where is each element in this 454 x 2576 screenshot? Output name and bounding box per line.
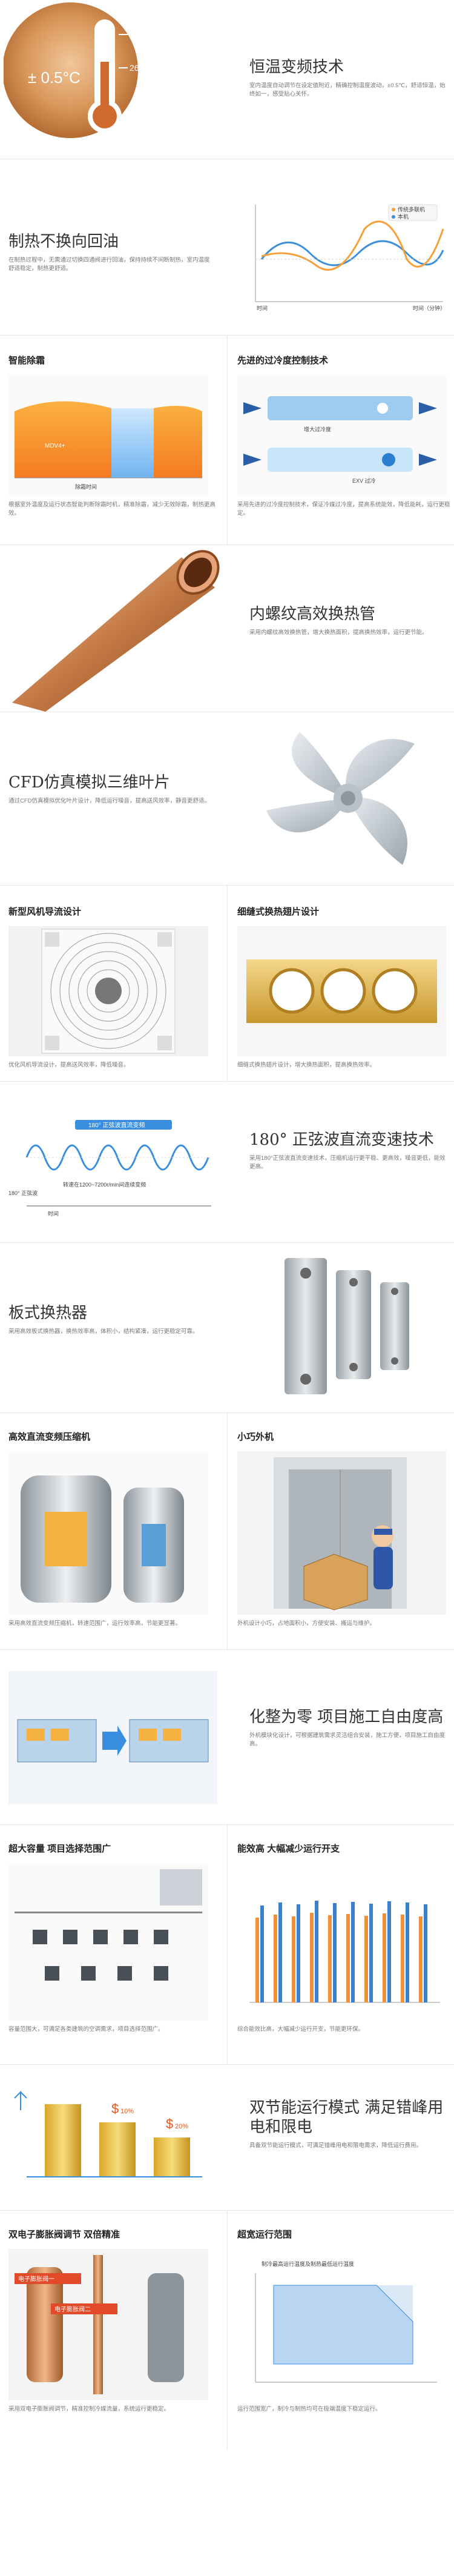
section-description: 综合能效比高，大幅减少运行开支，节能更环保。 — [237, 2026, 364, 2033]
section-cfd-blade: CFD仿真模拟三维叶片 通过CFD仿真模拟优化叶片设计，降低运行噪音，提高送风效… — [0, 712, 454, 886]
saving-b-label: 20% — [175, 2123, 188, 2130]
section-description: 优化风机导流设计，提高送风效率，降低噪音。 — [8, 1062, 130, 1068]
copper-tube-image — [12, 550, 220, 712]
product-detail-page: ± 0.5°C 27°C 26°C 恒温变频技术 室内温度自动调节在设定值附近，… — [0, 0, 454, 2450]
section-description: 细缝式换热翅片设计，增大换热面积，提高换热效率。 — [237, 1062, 376, 1068]
section-title: 化整为零 项目施工自由度高 — [249, 1708, 444, 1726]
modular-combination-image — [8, 1671, 217, 1804]
temp-high-label: 27°C — [130, 30, 148, 39]
time-label: 时间 — [48, 1210, 59, 1217]
section-description: 在制热过程中，无需通过切换四通阀进行回油，保持持续不间断制热，室内温度舒适稳定，… — [8, 257, 210, 272]
expansion-valve-image: 电子膨胀阀一 电子膨胀阀二 — [8, 2249, 208, 2400]
chart-mid-label: MDV4+ — [45, 443, 65, 449]
section-plate-exchanger: 板式换热器 采用高效板式换热器，换热效率高，体积小，结构紧凑，运行更稳定可靠。 — [0, 1243, 454, 1413]
section-description: 外机模块化设计，可根据建筑需求灵活组合安装，施工方便，项目施工自由度高。 — [249, 1732, 446, 1747]
section-title: 高效直流变频压缩机 — [8, 1432, 91, 1442]
fan-blade-image — [266, 732, 415, 865]
left-label: 180° 正弦波 — [8, 1190, 38, 1196]
section-title: 先进的过冷度控制技术 — [237, 356, 329, 366]
section-description: 采用先进的过冷度控制技术，保证冷媒过冷度，提高系统能效，降低能耗，运行更稳定。 — [237, 502, 450, 517]
section-dual-valve-range: 双电子膨胀阀调节 双倍精准 电子膨胀阀一 电子膨胀阀二 采用双电子膨胀阀调节，精… — [0, 2211, 454, 2450]
section-title: 板式换热器 — [8, 1304, 88, 1322]
outdoor-unit-elevator-image — [237, 1451, 446, 1615]
section-description: 采用高效直流变频压缩机，转速范围广，运行效率高，节能更显著。 — [8, 1620, 182, 1627]
legend-label-a: 传统多联机 — [398, 206, 425, 213]
fin-image — [237, 926, 446, 1056]
section-description: 具备双节能运行模式，可满足错峰用电和限电需求，降低运行费用。 — [249, 2142, 423, 2149]
section-description: 运行范围宽广，制冷与制热均可在极端温度下稳定运行。 — [237, 2406, 381, 2412]
thermometer-hero-image: ± 0.5°C 27°C 26°C — [4, 2, 148, 138]
operating-range-image: 制冷最高运行温度及制热最低运行温度 — [237, 2249, 446, 2400]
section-title: 能效高 大幅减少运行开支 — [237, 1844, 340, 1854]
capacity-system-image — [8, 1863, 208, 2021]
valve-tag-b: 电子膨胀阀二 — [54, 2305, 91, 2313]
range-label: 转速在1200~7200r/min间连续变频 — [63, 1181, 146, 1188]
section-title: 180° 正弦波直流变速技术 — [249, 1131, 434, 1149]
section-description: 通过CFD仿真模拟优化叶片设计，降低运行噪音，提高送风效率，静音更舒适。 — [8, 798, 211, 804]
section-title: 恒温变频技术 — [249, 58, 344, 76]
plate-exchanger-image — [285, 1258, 409, 1394]
section-description: 容量范围大，可满足各类建筑的空调需求，项目选择范围广。 — [8, 2026, 164, 2033]
section-inner-groove-tube: 内螺纹高效换热管 采用内螺纹高效换热管，增大换热面积，提高换热效率，运行更节能。 — [0, 545, 454, 712]
subcool-diagram: 增大过冷度 EXV 过冷 — [237, 375, 446, 496]
section-title: 双电子膨胀阀调节 双倍精准 — [8, 2230, 120, 2240]
valve-tag-a: 电子膨胀阀一 — [18, 2275, 54, 2283]
section-modular: 化整为零 项目施工自由度高 外机模块化设计，可根据建筑需求灵活组合安装，施工方便… — [0, 1650, 454, 1825]
section-title: 内螺纹高效换热管 — [249, 605, 376, 623]
section-title: 小巧外机 — [237, 1432, 274, 1442]
section-sine-wave: 180° 正弦波直流变频 转速在1200~7200r/min间连续变频 180°… — [0, 1082, 454, 1243]
section-description: 室内温度自动调节在设定值附近，精确控制温度波动，±0.5℃，舒适恒温，始终如一，… — [249, 82, 446, 98]
efficiency-bar-image — [237, 1863, 446, 2021]
sine-wave-chart: 180° 正弦波直流变频 转速在1200~7200r/min间连续变频 180°… — [8, 1120, 211, 1217]
temp-low-label: 26°C — [130, 63, 148, 73]
section-defrost-subcool: 智能除霜 MDV4+ 除霜时间 根据室外温度及运行状态智能判断除霜时机，精准除霜… — [0, 336, 454, 545]
x-axis-right-label: 时间（分钟） — [413, 305, 446, 311]
section-heating-oil-return: 制热不换向回油 在制热过程中，无需通过切换四通阀进行回油，保持持续不间断制热，室… — [0, 159, 454, 336]
section-title: 双节能运行模式 满足错峰用电和限电 — [249, 2099, 444, 2136]
section-description: 采用180°正弦波直流变速技术，压缩机运行更平稳、更高效，噪音更低，能效更高。 — [249, 1155, 446, 1170]
section-compressor-outdoor: 高效直流变频压缩机 采用高效直流变频压缩机，转速范围广，运行效率高，节能更显著。… — [0, 1413, 454, 1650]
heating-curve-chart: 传统多联机 本机 时间 时间（分钟） — [249, 193, 449, 314]
section-description: 外机设计小巧，占地面积小，方便安装、搬运与维护。 — [237, 1620, 376, 1627]
fan-guard-image — [8, 926, 208, 1056]
x-axis-left-label: 时间 — [257, 305, 268, 311]
section-description: 采用高效板式换热器，换热效率高，体积小，结构紧凑，运行更稳定可靠。 — [8, 1328, 199, 1335]
defrost-chart: MDV4+ 除霜时间 — [8, 375, 208, 496]
section-title: 制热不换向回油 — [8, 233, 119, 251]
svg-text:$: $ — [166, 2116, 173, 2131]
chart-bottom-label: 除霜时间 — [75, 483, 97, 490]
section-description: 采用双电子膨胀阀调节，精准控制冷媒流量，系统运行更稳定。 — [8, 2406, 170, 2412]
section-title: 智能除霜 — [8, 356, 45, 366]
badge-label: 180° 正弦波直流变频 — [88, 1121, 145, 1129]
section-title: 新型风机导流设计 — [8, 907, 82, 917]
section-dual-energy-saving: $ $ 10% 20% 双节能运行模式 满足错峰用电和限电 具备双节能运行模式，… — [0, 2065, 454, 2211]
coins-image: $ $ 10% 20% — [8, 2080, 217, 2195]
section-title: 超大容量 项目选择范围广 — [8, 1844, 111, 1854]
label-b: EXV 过冷 — [352, 477, 376, 484]
section-capacity-efficiency: 超大容量 项目选择范围广 容量范围大，可满足各类建筑的空调需求，项目选择范围广。… — [0, 1825, 454, 2065]
section-description: 采用内螺纹高效换热管，增大换热面积，提高换热效率，运行更节能。 — [249, 629, 428, 636]
label-a: 增大过冷度 — [304, 426, 331, 432]
section-title: 超宽运行范围 — [237, 2230, 292, 2240]
saving-a-label: 10% — [120, 2108, 134, 2115]
section-description: 根据室外温度及运行状态智能判断除霜时机，精准除霜，减少无效除霜，制热更高效。 — [8, 502, 216, 517]
legend-label-b: 本机 — [398, 213, 409, 220]
section-title: CFD仿真模拟三维叶片 — [8, 773, 170, 792]
svg-text:$: $ — [111, 2101, 119, 2116]
section-title: 细缝式换热翅片设计 — [237, 907, 320, 917]
section-fan-fin: 新型风机导流设计 优化风机导流设计，提高送风效率，降低噪音。 细缝式换热翅片设计 — [0, 886, 454, 1082]
range-chart-title: 制冷最高运行温度及制热最低运行温度 — [262, 2260, 354, 2267]
section-constant-temp: ± 0.5°C 27°C 26°C 恒温变频技术 室内温度自动调节在设定值附近，… — [0, 0, 454, 159]
compressor-image — [8, 1451, 208, 1615]
temp-main-label: ± 0.5°C — [28, 68, 81, 87]
